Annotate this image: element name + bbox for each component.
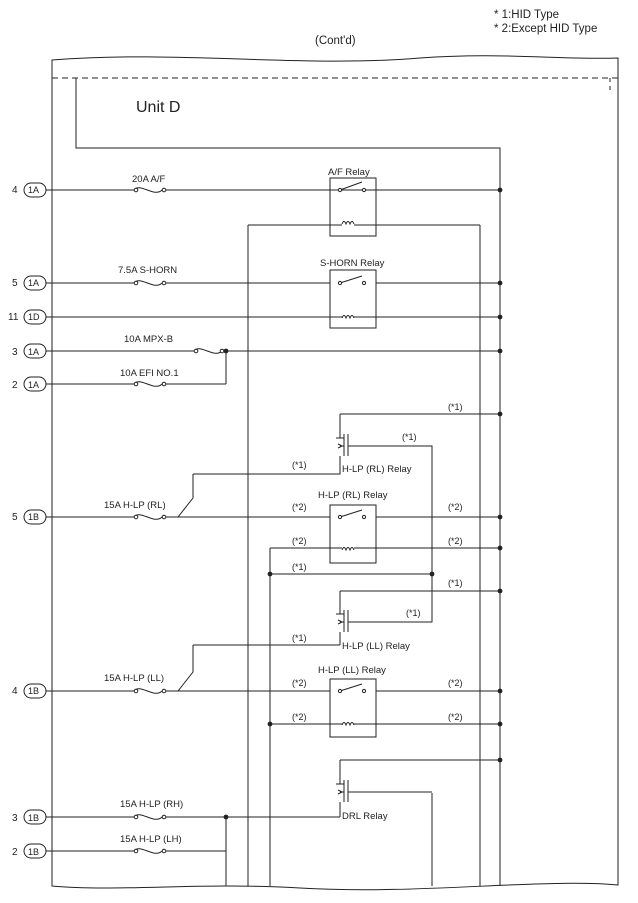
mark-rl-3: (*2) <box>292 536 307 546</box>
ground-bus <box>75 78 501 886</box>
fuse-efi-label: 10A EFI NO.1 <box>120 368 179 379</box>
relay-hlp-rl-hid-label: H-LP (RL) Relay <box>342 464 412 475</box>
mark-rl-2: (*2) <box>448 502 463 512</box>
mark-ll-3: (*2) <box>292 712 307 722</box>
fuse-af-label: 20A A/F <box>132 174 165 185</box>
fuse-hlp-rh-label: 15A H-LP (RH) <box>120 799 183 810</box>
connector-pin: 3 <box>12 347 18 358</box>
unit-title: Unit D <box>136 99 180 116</box>
connector-code: 1A <box>28 278 39 288</box>
connector-pin: 2 <box>12 380 18 391</box>
mark-link-1: (*1) <box>292 562 307 572</box>
connector-row-hlp-lh: 2 1B 15A H-LP (LH) <box>12 834 226 859</box>
relay-hlp-ll: H-LP (LL) Relay (*2) (*2) (*2) (*2) <box>270 665 500 738</box>
connector-pin: 4 <box>12 686 18 697</box>
connector-row-shorn: 5 1A 7.5A S-HORN <box>12 265 500 291</box>
connector-pin: 5 <box>12 278 18 289</box>
mark-llhid-1: (*1) <box>448 578 463 588</box>
relay-hlp-ll-label: H-LP (LL) Relay <box>318 665 386 676</box>
connector-code: 1D <box>28 312 40 322</box>
mark-llhid-2: (*1) <box>406 608 421 618</box>
relay-hlp-rl-hid: (*1) (*1) (*1) H-LP (RL) Relay <box>193 402 500 574</box>
note-except-hid-type: * 2:Except HID Type <box>494 23 597 35</box>
connector-row-hlp-rl: 5 1B 15A H-LP (RL) <box>12 474 500 525</box>
fuse-mpxb-label: 10A MPX-B <box>124 334 173 345</box>
hid-link: (*1) <box>270 562 432 575</box>
connector-code: 1B <box>28 686 39 696</box>
relay-shorn: S-HORN Relay <box>320 258 385 329</box>
mark-hid-3: (*1) <box>292 460 307 470</box>
junction-dots <box>223 187 503 820</box>
connector-pin: 3 <box>12 813 18 824</box>
mark-ll-4: (*2) <box>448 712 463 722</box>
connector-row-af: 4 1A 20A A/F <box>12 174 500 198</box>
connector-code: 1A <box>28 185 39 195</box>
mark-rl-4: (*2) <box>448 536 463 546</box>
relay-drl: DRL Relay <box>336 759 500 822</box>
connector-code: 1B <box>28 813 39 823</box>
relay-af: A/F Relay <box>248 167 480 237</box>
fuse-hlp-lh-label: 15A H-LP (LH) <box>120 834 182 845</box>
mark-rl-1: (*2) <box>292 502 307 512</box>
connector-row-hlp-rh: 3 1B 15A H-LP (RH) <box>12 799 340 825</box>
connector-row-hlp-ll: 4 1B 15A H-LP (LL) <box>12 645 500 699</box>
relay-af-label: A/F Relay <box>328 167 370 178</box>
connector-code: 1B <box>28 512 39 522</box>
connector-pin: 4 <box>12 185 18 196</box>
mark-llhid-3: (*1) <box>292 633 307 643</box>
mark-ll-1: (*2) <box>292 678 307 688</box>
mark-hid-1: (*1) <box>448 402 463 412</box>
relay-hlp-rl-label: H-LP (RL) Relay <box>318 490 388 501</box>
connector-pin: 11 <box>8 312 19 323</box>
relay-hlp-ll-hid-label: H-LP (LL) Relay <box>342 641 410 652</box>
connector-row-efi: 2 1A 10A EFI NO.1 <box>12 351 227 392</box>
fuse-hlp-rl-label: 15A H-LP (RL) <box>104 500 166 511</box>
connector-code: 1A <box>28 380 39 390</box>
fuse-hlp-ll-label: 15A H-LP (LL) <box>104 673 164 684</box>
relay-drl-label: DRL Relay <box>342 811 388 822</box>
note-hid-type: * 1:HID Type <box>494 9 559 21</box>
connector-code: 1B <box>28 847 39 857</box>
relay-shorn-label: S-HORN Relay <box>320 258 385 269</box>
connector-row-mpxb: 3 1A 10A MPX-B <box>12 334 500 359</box>
fuse-shorn-label: 7.5A S-HORN <box>118 265 177 276</box>
page-outline <box>51 55 619 891</box>
relay-hlp-ll-hid: (*1) (*1) (*1) H-LP (LL) Relay <box>193 574 500 652</box>
contd-label: (Cont'd) <box>315 35 356 47</box>
mark-hid-2: (*1) <box>402 432 417 442</box>
connector-code: 1A <box>28 347 39 357</box>
connector-row-1d: 11 1D <box>8 309 500 325</box>
mark-ll-2: (*2) <box>448 678 463 688</box>
relay-hlp-rl: H-LP (RL) Relay (*2) (*2) (*2) (*2) <box>270 490 500 564</box>
connector-pin: 5 <box>12 512 18 523</box>
connector-pin: 2 <box>12 847 18 858</box>
